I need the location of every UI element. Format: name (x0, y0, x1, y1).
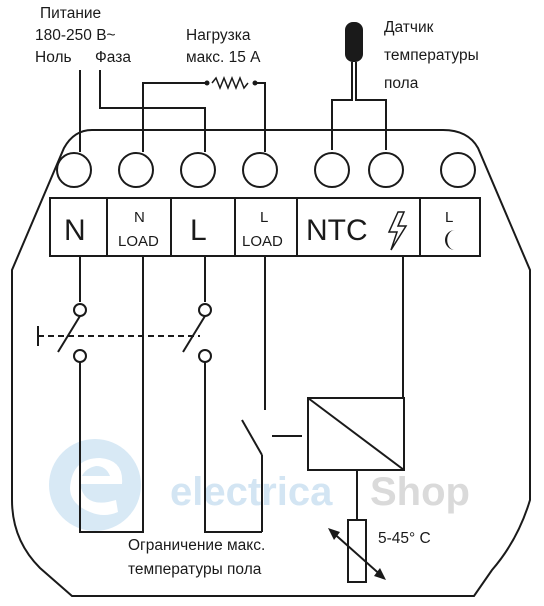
watermark-brand-part2: Shop (370, 470, 470, 514)
power-label-line2: 180-250 В~ (35, 27, 116, 44)
load-label-line1: Нагрузка (186, 27, 251, 44)
range-label: 5-45° C (378, 530, 431, 547)
load-label-line2: макс. 15 А (186, 49, 261, 66)
screw-terminal (180, 152, 216, 188)
screw-terminal (314, 152, 350, 188)
device-body (11, 129, 531, 597)
terminal-l-night-label: L (445, 209, 453, 226)
relay-box (307, 397, 405, 471)
terminal-n-label: N (64, 214, 86, 247)
power-switch (37, 303, 212, 363)
sensor-label-line2: температуры (384, 47, 479, 64)
lightning-icon (387, 211, 408, 251)
terminal-l-label: L (190, 214, 207, 247)
watermark-logo-circle (49, 439, 141, 531)
screw-terminal (368, 152, 404, 188)
phase-label: Фаза (95, 49, 131, 66)
screw-terminal (440, 152, 476, 188)
terminal-block: N N LOAD L L LOAD NTC L (49, 197, 481, 257)
terminal-lload-sub: LOAD (242, 233, 283, 250)
screw-terminal (56, 152, 92, 188)
limit-label-line2: температуры пола (128, 561, 262, 578)
watermark: electrica Shop (49, 439, 470, 531)
limit-label-line1: Ограничение макс. (128, 537, 265, 554)
supply-wires (79, 70, 266, 152)
power-label-line1: Питание (40, 5, 101, 22)
screw-terminals (56, 152, 476, 188)
neutral-label: Ноль (35, 49, 72, 66)
terminal-nload-label: N (134, 209, 145, 226)
switch-contact (198, 303, 212, 317)
watermark-brand-part1: electrica (170, 470, 333, 514)
screw-terminal (118, 152, 154, 188)
watermark-logo-e (70, 458, 123, 515)
sensor-wires (331, 62, 387, 150)
terminal-ntc-label: NTC (306, 214, 368, 247)
moon-icon (445, 230, 455, 250)
switch-contact (73, 303, 87, 317)
switch-contact (198, 349, 212, 363)
switch-contact (73, 349, 87, 363)
sensor-probe-icon (345, 22, 363, 62)
sensor-label-line1: Датчик (384, 19, 434, 36)
terminal-lload-label: L (260, 209, 268, 226)
screw-terminal (242, 152, 278, 188)
sensor-label-line3: пола (384, 75, 419, 92)
variable-resistor-icon (328, 519, 386, 583)
load-resistor-icon (204, 75, 258, 91)
terminal-nload-sub: LOAD (118, 233, 159, 250)
